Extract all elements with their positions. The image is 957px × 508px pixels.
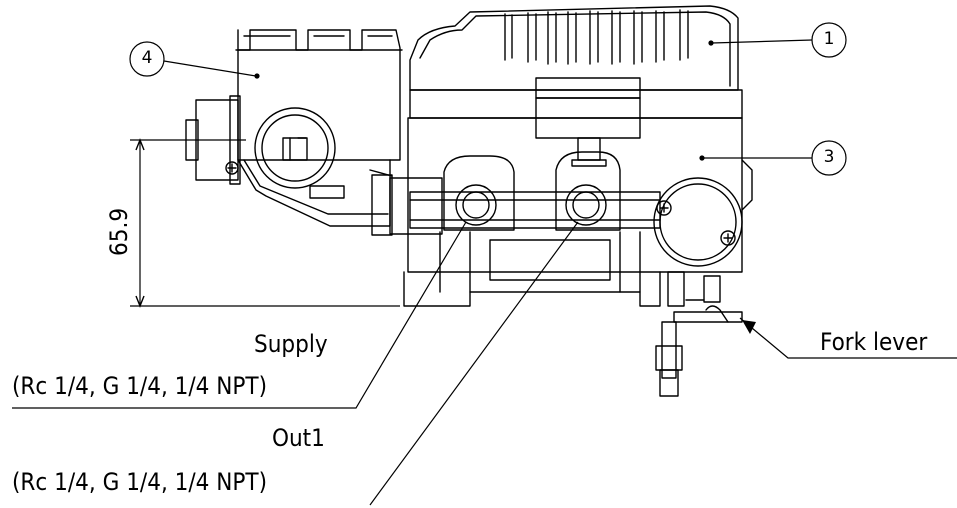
- balloon-1-number: 1: [823, 29, 835, 49]
- fork-lever-leader: [739, 317, 957, 359]
- leader-4: [163, 60, 257, 77]
- balloon-4-number: 4: [141, 48, 153, 68]
- balloon-4: [129, 41, 165, 77]
- supply-spec: (Rc 1/4, G 1/4, 1/4 NPT): [12, 372, 268, 400]
- dimension-65-9: [130, 138, 400, 308]
- balloon-3-number: 3: [823, 147, 835, 167]
- supply-title: Supply: [254, 330, 328, 358]
- terminal-box: [185, 29, 403, 227]
- leader-1: [711, 39, 813, 44]
- main-housing: [403, 5, 753, 307]
- out1-spec: (Rc 1/4, G 1/4, 1/4 NPT): [12, 468, 268, 496]
- supply-leader: [12, 221, 467, 409]
- out1-title: Out1: [272, 424, 325, 452]
- dimension-label: 65.9: [105, 207, 133, 256]
- round-cover: [653, 177, 743, 267]
- manifold: [371, 151, 661, 236]
- fork-lever-assembly: [655, 271, 743, 397]
- fork-lever-label: Fork lever: [820, 328, 928, 356]
- out1-leader: [369, 221, 579, 506]
